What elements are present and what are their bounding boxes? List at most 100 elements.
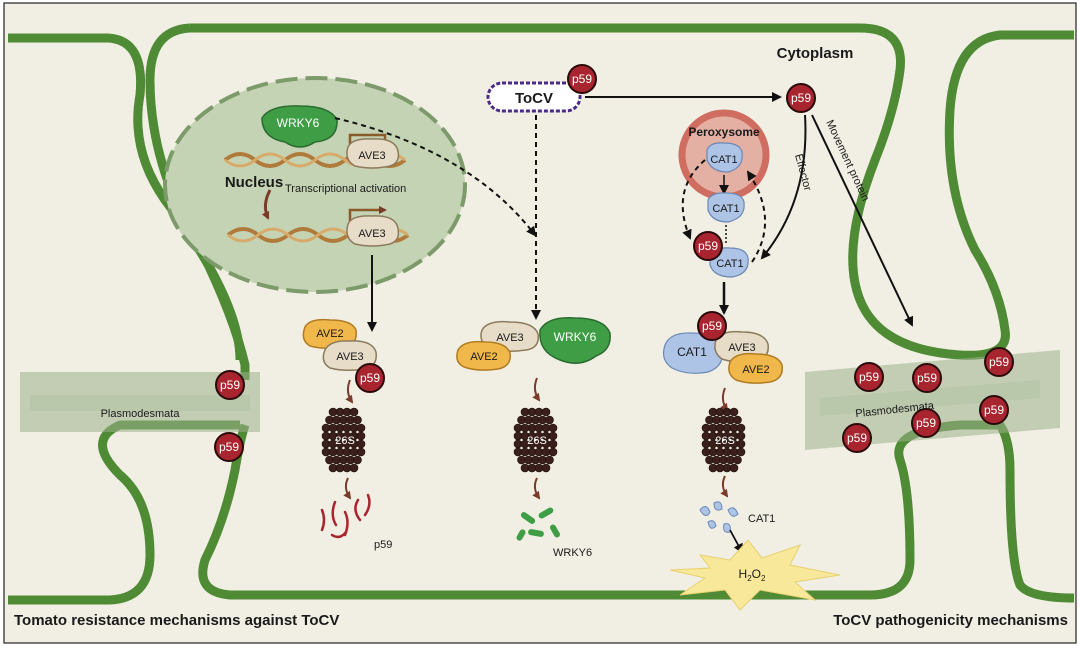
p59-circle (786, 83, 816, 113)
p59-fragments-label: p59 (374, 539, 392, 551)
peroxysome-label: Peroxysome (688, 125, 760, 139)
p59-circle-label: p59 (847, 431, 867, 445)
proteasome-bead (356, 439, 366, 449)
proteasome-bead (349, 407, 359, 417)
p59-fragments (320, 493, 371, 539)
p59-circle (979, 395, 1009, 425)
proteasome-bead (356, 447, 366, 457)
plasmodesmata-label-left: Plasmodesmata (101, 408, 181, 420)
ave2-right-label: AVE2 (742, 364, 769, 376)
proteasome-bead (548, 439, 558, 449)
proteasome-center: 26S (513, 407, 558, 473)
cat1-middle: CAT1 (707, 192, 745, 223)
ave2-center-label: AVE2 (470, 351, 497, 363)
p59-circle (911, 408, 941, 438)
cat1-lower-label: CAT1 (716, 258, 743, 270)
p59-circle-label: p59 (984, 403, 1004, 417)
ave3-nucleus-upper: AVE3 (346, 138, 400, 169)
wrky6-nucleus: WRKY6 (261, 105, 338, 148)
p59-tocv: p59 (567, 64, 597, 94)
proteasome-bead (733, 455, 742, 465)
p59-right-plasmodesmata-5: p59 (911, 408, 941, 438)
cat1-peroxysome-label: CAT1 (710, 154, 737, 166)
p59-circle-label: p59 (360, 371, 380, 385)
p59-circle (215, 370, 245, 400)
left-complex: AVE2 AVE3 (302, 318, 378, 372)
proteasome-bead (353, 455, 362, 465)
p59-circle (697, 311, 727, 341)
central-cell-wall-bottom (198, 420, 1075, 603)
ave3-center-label: AVE3 (496, 332, 523, 344)
p59-circle-label: p59 (989, 355, 1009, 369)
arrow-cat1-loop-right (746, 170, 767, 263)
transcription-arrow (261, 189, 272, 220)
proteasome-right-label: 26S (715, 435, 735, 447)
cat1-fragments-label: CAT1 (748, 513, 775, 525)
central-cell-wall-left-upper (145, 23, 250, 380)
left-cell-wall-lower (8, 420, 240, 605)
p59-right-complex: p59 (697, 311, 727, 341)
proteasome-bead (541, 463, 551, 473)
tocv-virus: ToCV (486, 81, 582, 113)
arrow-cat1-loop-left (681, 159, 706, 240)
proteasome-bead (548, 431, 558, 441)
proteasome-bead (349, 463, 359, 473)
proteasome-bead (353, 415, 362, 425)
p59-circle-label: p59 (698, 239, 718, 253)
right-complex: CAT1 AVE3 AVE2 (662, 330, 783, 384)
proteasome-right: 26S (701, 407, 746, 473)
p59-left-plasmodesmata-lower: p59 (214, 432, 244, 462)
p59-circle-label: p59 (916, 416, 936, 430)
arrow-left-degradation (343, 477, 352, 500)
ave3-nucleus-upper-label: AVE3 (358, 150, 385, 162)
proteasome-left: 26S (321, 407, 366, 473)
p59-cytoplasm: p59 (786, 83, 816, 113)
ave3-right-label: AVE3 (728, 342, 755, 354)
proteasome-center-label: 26S (527, 435, 547, 447)
p59-right-plasmodesmata-4: p59 (842, 423, 872, 453)
proteasome-left-label: 26S (335, 435, 355, 447)
ave3-left-label: AVE3 (336, 351, 363, 363)
proteasome-bead (733, 415, 742, 425)
proteasome-bead (545, 455, 554, 465)
ave2-left-label: AVE2 (316, 328, 343, 340)
arrow-center-to-proteasome (532, 377, 541, 402)
proteasome-bead (736, 423, 746, 433)
p59-right-plasmodesmata-1: p59 (854, 362, 884, 392)
p59-left-plasmodesmata-upper: p59 (215, 370, 245, 400)
arrow-effector (760, 114, 807, 260)
arrow-movement-protein (811, 114, 914, 327)
cat1-fragments (699, 501, 739, 533)
proteasome-bead (356, 423, 366, 433)
wrky6-nucleus-label: WRKY6 (277, 116, 320, 130)
p59-cat1-complex: p59 (693, 231, 723, 261)
center-complex: AVE3 AVE2 WRKY6 (456, 317, 611, 371)
p59-circle-label: p59 (220, 378, 240, 392)
ave3-nucleus-lower: AVE3 (346, 215, 400, 247)
h2o2-burst: H2O2 (669, 539, 841, 611)
cat1-peroxysome: CAT1 (706, 142, 743, 173)
p59-left-complex: p59 (355, 363, 385, 393)
proteasome-bead (541, 407, 551, 417)
ave3-nucleus-lower-label: AVE3 (358, 228, 385, 240)
proteasome-bead (729, 463, 739, 473)
p59-circle-label: p59 (917, 371, 937, 385)
wrky6-center-label: WRKY6 (554, 330, 597, 344)
p59-circle (355, 363, 385, 393)
tocv-label: ToCV (515, 90, 553, 107)
arrow-wrky6-dashed (334, 117, 537, 237)
p59-right-plasmodesmata-2: p59 (912, 363, 942, 393)
transcriptional-activation-label: Transcriptional activation (285, 183, 406, 195)
proteasome-bead (736, 431, 746, 441)
proteasome-bead (736, 439, 746, 449)
arrow-left-to-proteasome (345, 379, 354, 404)
cat1-right-label: CAT1 (677, 345, 707, 359)
proteasome-bead (729, 407, 739, 417)
p59-circle (854, 362, 884, 392)
central-cell-wall-top (190, 23, 1074, 360)
wrky6-fragments-label: WRKY6 (553, 547, 592, 559)
footer-right-label: ToCV pathogenicity mechanisms (833, 612, 1068, 629)
proteasome-bead (548, 447, 558, 457)
